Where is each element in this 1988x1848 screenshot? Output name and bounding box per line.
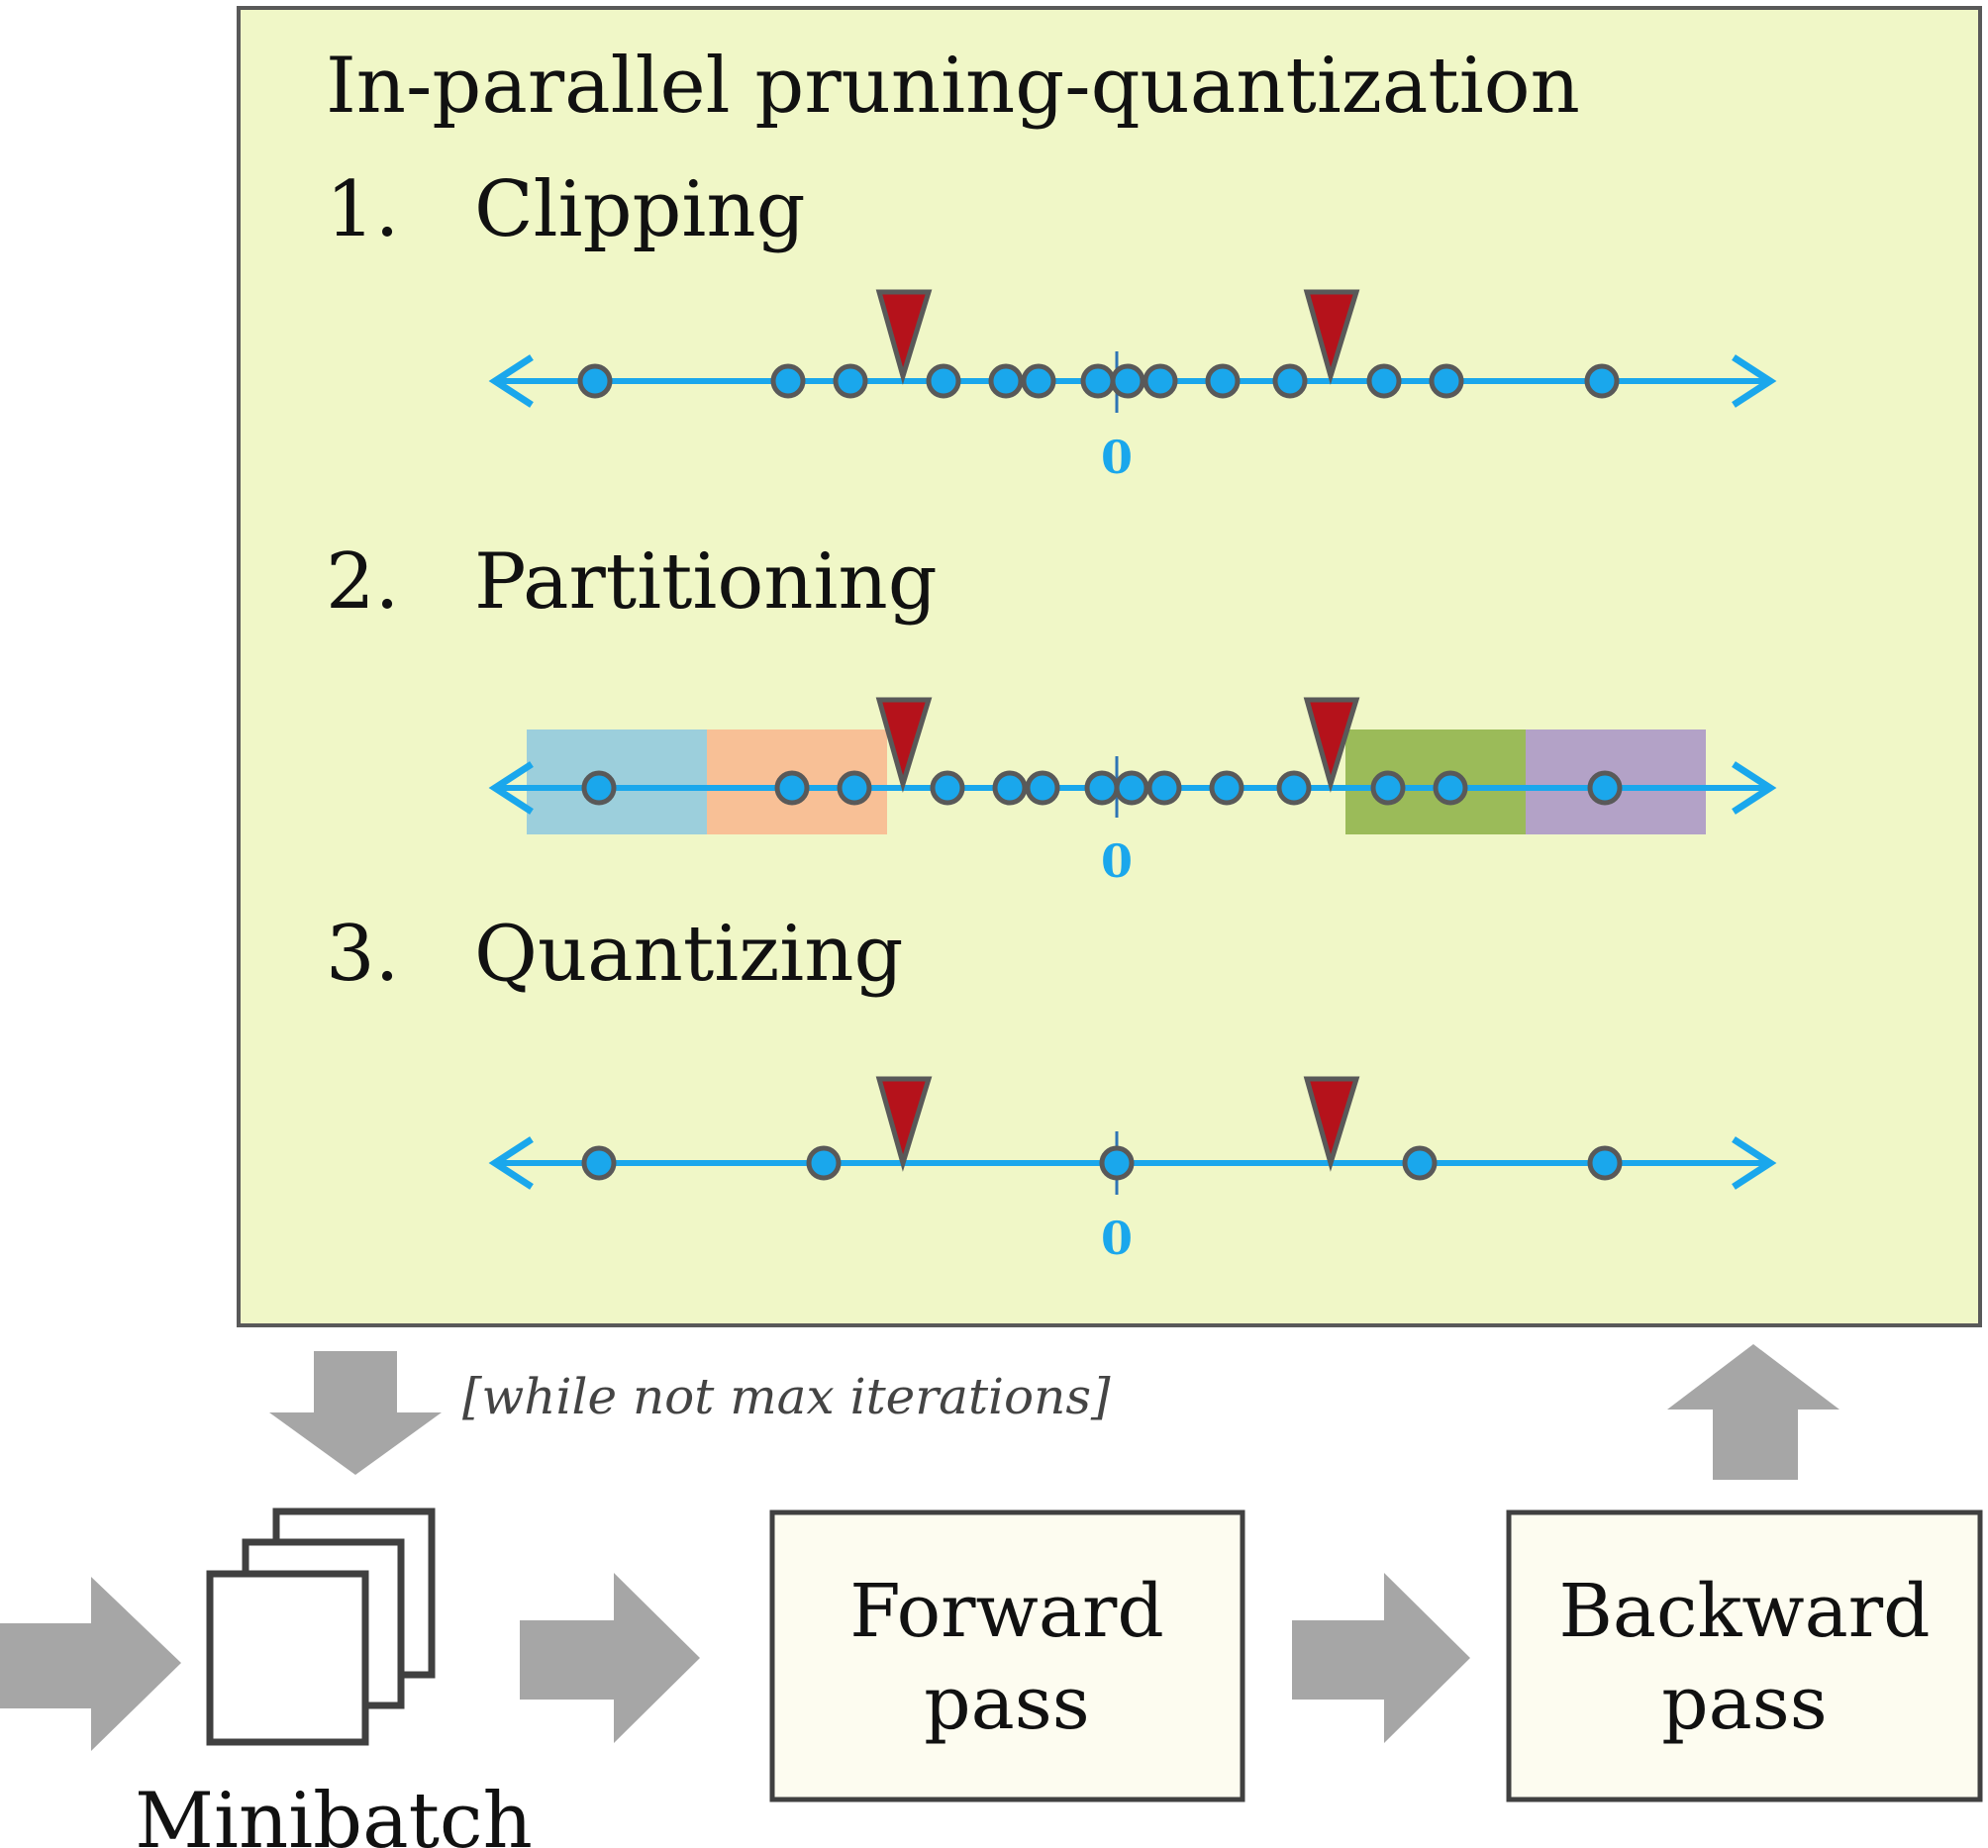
axis-left-arrowhead (488, 1136, 534, 1190)
input-arrow (0, 1577, 181, 1751)
weight-point (837, 770, 872, 806)
weight-point (1114, 770, 1149, 806)
step-1-number: 1. (326, 165, 399, 254)
backward-pass-label-line1: Backward (1559, 1569, 1931, 1654)
step-1-label: Clipping (474, 165, 806, 254)
weight-point (1276, 770, 1312, 806)
positive-clip-threshold-marker (1303, 1076, 1360, 1172)
clipping-number-line: 0 (488, 289, 1777, 484)
positive-clip-threshold-marker (1303, 289, 1360, 385)
weight-point (581, 770, 617, 806)
weight-point (1143, 363, 1178, 399)
weight-point (926, 363, 961, 399)
minibatch-stack-icon (206, 1508, 436, 1746)
weight-points (581, 770, 1623, 806)
weight-point (1110, 363, 1145, 399)
weight-point (1080, 363, 1116, 399)
step-2-label: Partitioning (474, 537, 938, 627)
weight-point (770, 363, 806, 399)
weight-point (1366, 363, 1402, 399)
weight-point (1433, 770, 1468, 806)
weight-point (1587, 770, 1623, 806)
positive-clip-threshold-marker (1303, 697, 1360, 793)
negative-clip-threshold-marker (875, 289, 933, 385)
negative-clip-threshold-marker (875, 1076, 933, 1172)
arrow-to-backward-pass (1292, 1573, 1470, 1743)
pruning-quantization-panel (237, 6, 1982, 1327)
axis-right-arrowhead (1732, 761, 1777, 815)
step-3-label: Quantizing (474, 910, 903, 999)
negative-clip-threshold-marker (875, 697, 933, 793)
backward-pass-box (1506, 1509, 1983, 1802)
loop-condition-label: [while not max iterations] (462, 1368, 1111, 1425)
weight-point (992, 770, 1028, 806)
quantized-point (806, 1145, 842, 1181)
arrow-to-forward-pass (520, 1573, 700, 1743)
weight-point (1429, 363, 1464, 399)
quantized-point (1402, 1145, 1438, 1181)
quantized-point (1099, 1145, 1135, 1181)
quantized-point (581, 1145, 617, 1181)
weight-point (577, 363, 613, 399)
partition-region-1 (527, 729, 707, 834)
weight-point (1146, 770, 1182, 806)
axis-left-arrowhead (488, 761, 534, 815)
up-arrow (1667, 1344, 1839, 1480)
weight-point (833, 363, 868, 399)
forward-pass-label-line2: pass (924, 1661, 1089, 1746)
weight-point (1584, 363, 1620, 399)
zero-label: 0 (1101, 834, 1133, 888)
quantized-point (1587, 1145, 1623, 1181)
down-arrow (269, 1351, 442, 1475)
weight-point (988, 363, 1024, 399)
panel-title: In-parallel pruning-quantization (326, 42, 1580, 131)
weight-point (1021, 363, 1056, 399)
axis-right-arrowhead (1732, 354, 1777, 408)
minibatch-label: Minibatch (135, 1777, 533, 1848)
weight-point (1205, 363, 1241, 399)
quantized-points (581, 1145, 1623, 1181)
weight-point (774, 770, 810, 806)
zero-label: 0 (1101, 1212, 1133, 1265)
step-2-number: 2. (326, 537, 399, 627)
axis-right-arrowhead (1732, 1136, 1777, 1190)
step-3-number: 3. (326, 910, 399, 999)
forward-pass-label-line1: Forward (849, 1569, 1163, 1654)
weight-point (1370, 770, 1406, 806)
quantizing-number-line: 0 (488, 1076, 1777, 1265)
axis-left-arrowhead (488, 354, 534, 408)
weight-point (1084, 770, 1120, 806)
weight-point (1209, 770, 1244, 806)
forward-pass-box (769, 1509, 1245, 1802)
weight-point (1025, 770, 1060, 806)
partitioning-number-line: 0 (488, 697, 1777, 888)
weight-points (577, 363, 1620, 399)
weight-point (1272, 363, 1308, 399)
backward-pass-label-line2: pass (1661, 1661, 1827, 1746)
zero-label: 0 (1101, 431, 1133, 484)
weight-point (930, 770, 965, 806)
